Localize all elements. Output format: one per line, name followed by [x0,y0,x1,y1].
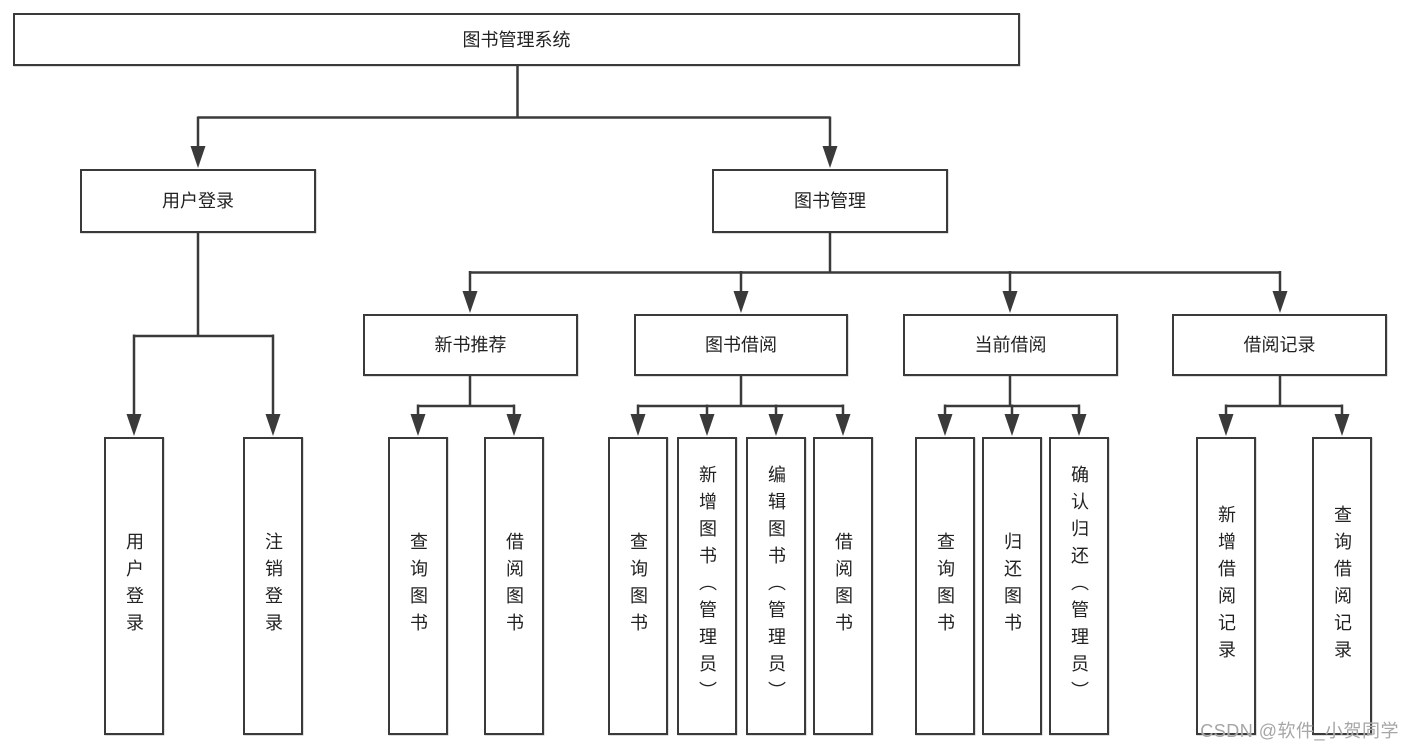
node-library-system: 图书管理系统 [13,13,1020,66]
node-borrow-records: 借阅记录 [1172,314,1387,376]
leaf-logout: 注销登录 [243,437,303,735]
leaf-query-borrow-record: 查询借阅记录 [1312,437,1372,735]
node-book-borrowing: 图书借阅 [634,314,848,376]
leaf-confirm-return-admin: 确认归还（管理员） [1049,437,1109,735]
leaf-add-book-admin: 新增图书（管理员） [677,437,737,735]
leaf-borrow-book-recommend: 借阅图书 [484,437,544,735]
leaf-query-book-borrowing: 查询图书 [608,437,668,735]
node-new-book-recommend: 新书推荐 [363,314,578,376]
leaf-add-borrow-record: 新增借阅记录 [1196,437,1256,735]
node-book-management: 图书管理 [712,169,948,233]
leaf-edit-book-admin: 编辑图书（管理员） [746,437,806,735]
node-current-borrowing: 当前借阅 [903,314,1118,376]
leaf-query-book-recommend: 查询图书 [388,437,448,735]
csdn-watermark: CSDN @软件_小贺同学 [1200,721,1399,741]
leaf-query-book-current: 查询图书 [915,437,975,735]
leaf-return-book: 归还图书 [982,437,1042,735]
leaf-borrow-book: 借阅图书 [813,437,873,735]
node-user-login: 用户登录 [80,169,316,233]
leaf-user-login: 用户登录 [104,437,164,735]
